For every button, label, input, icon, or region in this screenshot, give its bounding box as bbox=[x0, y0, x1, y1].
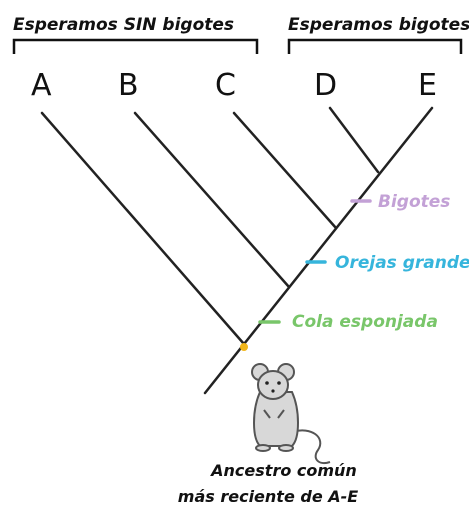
ancestor-node-dot bbox=[240, 343, 248, 351]
label-with-whiskers: Esperamos bigotes bbox=[288, 15, 469, 35]
label-big-ears: Orejas grandes bbox=[335, 253, 469, 273]
label-bushy-tail: Cola esponjada bbox=[292, 312, 438, 332]
taxon-c: C bbox=[215, 68, 236, 103]
taxon-d: D bbox=[314, 68, 337, 103]
branch-d bbox=[328, 106, 380, 174]
label-without-whiskers: Esperamos SIN bigotes bbox=[13, 15, 234, 35]
branch-b bbox=[133, 111, 291, 289]
taxon-e: E bbox=[418, 68, 437, 103]
ancestor-line-2: más reciente de A-E bbox=[178, 487, 358, 506]
ancestor-line-1: Ancestro común bbox=[209, 461, 357, 480]
tree-branches bbox=[40, 106, 434, 395]
bracket-right bbox=[287, 38, 463, 54]
trunk bbox=[203, 106, 434, 395]
branch-c bbox=[232, 111, 338, 230]
taxon-b: B bbox=[118, 68, 139, 103]
label-whiskers: Bigotes bbox=[378, 192, 450, 212]
branch-a bbox=[40, 111, 246, 346]
taxon-a: A bbox=[31, 68, 52, 103]
bracket-left bbox=[12, 38, 259, 54]
rat-icon bbox=[251, 363, 331, 464]
